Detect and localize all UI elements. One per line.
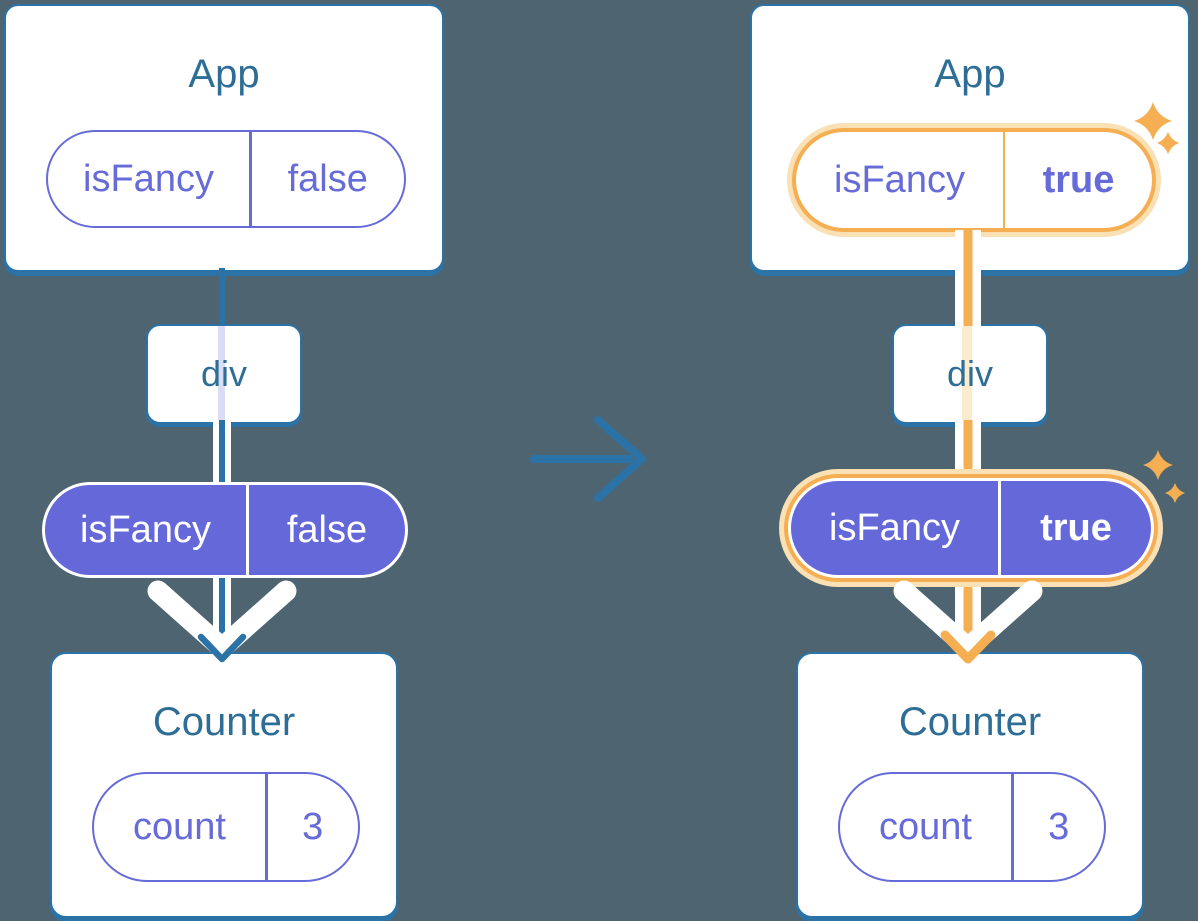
counter-title: Counter [152, 700, 296, 744]
app-component-card: App isFancy true [750, 4, 1190, 272]
div-node-card: div [146, 324, 302, 424]
counter-title: Counter [898, 700, 1042, 744]
tree-before: App isFancy false div isFancy false Coun… [0, 0, 452, 921]
pill-divider [246, 485, 249, 575]
prop-name-cell: isFancy [83, 157, 214, 200]
prop-name-cell: isFancy [834, 158, 965, 201]
prop-value-cell: false [286, 508, 368, 551]
prop-value-cell: true [1040, 506, 1112, 549]
sparkle-icon [1134, 102, 1179, 154]
pill-divider [265, 774, 268, 880]
prop-name-cell: isFancy [80, 508, 211, 551]
app-state-pill-highlighted: isFancy true [792, 128, 1156, 232]
passed-prop-pill-highlighted: isFancy true [788, 478, 1154, 578]
div-node-card: div [892, 324, 1048, 424]
pill-divider [998, 481, 1001, 575]
prop-pass-through-line [218, 326, 225, 422]
counter-component-card: Counter count 3 [50, 652, 398, 918]
app-title: App [188, 52, 260, 96]
state-name-cell: count [879, 805, 972, 848]
tree-after: App isFancy true div isFancy true [746, 0, 1198, 921]
passed-prop-pill: isFancy false [42, 482, 408, 578]
pill-divider [1003, 132, 1005, 228]
sparkle-icon [1143, 450, 1185, 503]
app-title: App [934, 52, 1006, 96]
edge-app-to-div-highlighted [955, 230, 981, 326]
counter-state-pill: count 3 [92, 772, 360, 882]
app-state-pill: isFancy false [46, 130, 406, 228]
app-component-card: App isFancy false [4, 4, 444, 272]
down-arrow-icon [147, 580, 297, 663]
counter-state-pill: count 3 [838, 772, 1106, 882]
down-arrow-icon-highlighted [893, 580, 1043, 664]
state-value-cell: 3 [302, 805, 324, 848]
div-node-label: div [946, 353, 994, 394]
state-name-cell: count [133, 805, 226, 848]
prop-name-cell: isFancy [829, 506, 960, 549]
state-value-cell: 3 [1048, 805, 1070, 848]
edge-div-to-prop [213, 420, 231, 484]
pill-divider [249, 132, 252, 226]
prop-value-cell: true [1042, 158, 1115, 201]
prop-value-cell: false [287, 157, 368, 200]
counter-component-card: Counter count 3 [796, 652, 1144, 918]
edge-prop-to-counter [213, 570, 231, 642]
transition-right-arrow-icon [530, 416, 646, 502]
edge-app-to-div [219, 268, 225, 326]
pill-divider [1011, 774, 1014, 880]
div-node-label: div [200, 353, 248, 394]
edge-div-to-prop-highlighted [955, 420, 981, 480]
prop-pass-through-line-highlighted [962, 326, 972, 422]
